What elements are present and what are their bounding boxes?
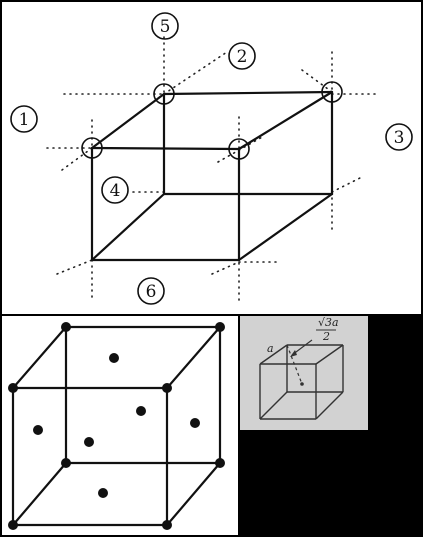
dotted-axis-line [163, 51, 228, 95]
label-6-text: 6 [146, 282, 157, 302]
cube-edge [165, 461, 222, 527]
corner-circle [228, 138, 250, 160]
label-3: 3 [385, 123, 413, 151]
corner-atom [61, 458, 71, 468]
corner-atom [215, 322, 225, 332]
face-center-atom [109, 353, 119, 363]
cube-edge [90, 92, 166, 150]
corner-circle [153, 83, 175, 105]
cube-edge [11, 461, 68, 527]
fcc-diagram-panel [2, 316, 238, 535]
cube-edge [237, 90, 334, 151]
body-diagonal-line [286, 344, 303, 385]
distance-denominator: 2 [322, 330, 330, 343]
dotted-axis-line [301, 69, 333, 93]
corner-atom [8, 520, 18, 530]
cube-edge [237, 192, 334, 262]
arrowhead-icon [290, 350, 297, 357]
body-center-atom [300, 382, 304, 386]
corner-atom [162, 520, 172, 530]
cube-edge [315, 391, 344, 420]
edge-label: a [267, 342, 274, 355]
label-2-text: 2 [237, 47, 248, 67]
corner-circle [321, 81, 343, 103]
face-center-atom [98, 488, 108, 498]
label-1-text: 1 [19, 110, 30, 130]
inset-panel: a √3a 2 [240, 316, 368, 430]
cube-edge [165, 325, 222, 390]
distance-numerator: √3a [318, 316, 339, 329]
cube-edge [162, 90, 334, 96]
face-center-atom [84, 437, 94, 447]
top-diagram-panel: 1 2 3 4 5 6 [2, 2, 421, 314]
corner-atom [215, 458, 225, 468]
corner-atom [8, 383, 18, 393]
cube-edge [315, 344, 344, 365]
label-4: 4 [101, 176, 129, 204]
face-center-atom [136, 406, 146, 416]
face-center-atom [33, 425, 43, 435]
dotted-axis-line [211, 261, 240, 275]
dotted-axis-line [331, 176, 363, 193]
label-2: 2 [228, 42, 256, 70]
corner-atom [61, 322, 71, 332]
cube-edge [11, 325, 68, 390]
body-diagonal-cube: a √3a 2 [259, 316, 344, 420]
cube-edge [90, 192, 166, 262]
fcc-cube [8, 322, 225, 530]
face-center-atom [190, 418, 200, 428]
cube-edge [259, 344, 288, 365]
label-3-text: 3 [394, 128, 405, 148]
label-6: 6 [137, 277, 165, 305]
label-4-text: 4 [110, 181, 121, 201]
cube-edge [90, 146, 241, 151]
cube-edge [259, 391, 288, 420]
label-1: 1 [10, 105, 38, 133]
label-5: 5 [151, 12, 179, 40]
dotted-axis-line [61, 147, 93, 171]
label-5-text: 5 [160, 17, 171, 37]
symmetry-axes-cube: 1 2 3 4 5 6 [10, 12, 413, 305]
corner-circle [81, 137, 103, 159]
corner-atom [162, 383, 172, 393]
dotted-axis-line [56, 259, 93, 275]
